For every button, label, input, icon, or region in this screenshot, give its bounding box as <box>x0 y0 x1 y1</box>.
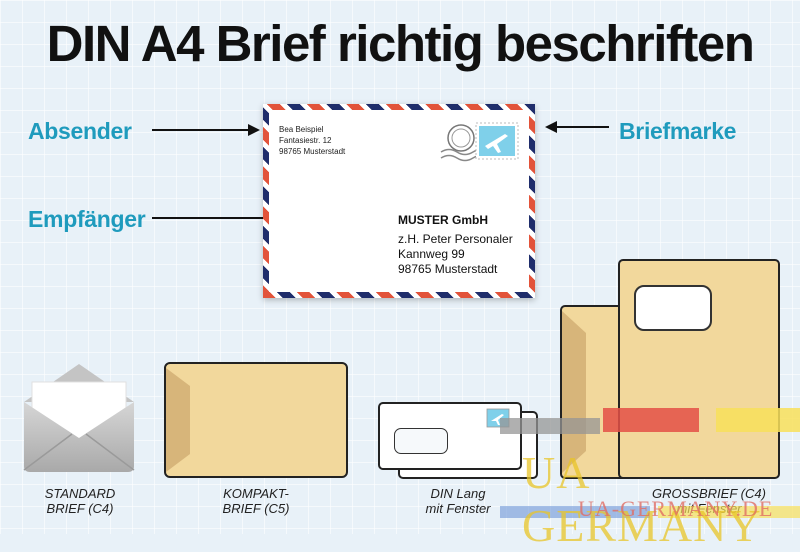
caption-kompakt: KOMPAKT- BRIEF (C5) <box>222 486 290 516</box>
watermark-url: UA-GERMANY.DE <box>578 496 774 521</box>
din-lang-envelope <box>378 402 522 470</box>
watermark-bar <box>716 408 800 432</box>
envelope-flap <box>166 368 190 472</box>
stamp-airplane-icon <box>475 122 519 160</box>
address-window <box>634 285 712 331</box>
kompakt-envelope <box>164 362 348 478</box>
arrow-left-icon <box>545 121 609 133</box>
label-stamp: Briefmarke <box>619 118 737 144</box>
recipient-line: z.H. Peter Personaler <box>398 232 513 246</box>
recipient-line: 98765 Musterstadt <box>398 262 498 276</box>
page-title: DIN A4 Brief richtig beschriften <box>46 15 755 72</box>
open-envelope-icon <box>23 364 135 472</box>
watermark-bar <box>603 408 699 432</box>
arrow-right-icon <box>152 124 260 136</box>
sender-line: Bea Beispiel <box>279 125 324 134</box>
watermark-bar <box>500 506 650 518</box>
grossbrief-envelope <box>618 259 780 479</box>
watermark-bar <box>500 418 600 434</box>
label-sender: Absender <box>28 118 132 144</box>
recipient-line: Kannweg 99 <box>398 247 465 261</box>
caption-din-lang: DIN Lang mit Fenster <box>425 486 491 516</box>
sender-line: Fantasiestr. 12 <box>279 136 332 145</box>
recipient-company: MUSTER GmbH <box>398 213 488 227</box>
label-recipient: Empfänger <box>28 206 146 232</box>
sender-address: Bea Beispiel Fantasiestr. 12 98765 Muste… <box>279 124 345 157</box>
airmail-envelope: Bea Beispiel Fantasiestr. 12 98765 Muste… <box>263 104 535 298</box>
envelope-face: Bea Beispiel Fantasiestr. 12 98765 Muste… <box>269 110 529 292</box>
sender-line: 98765 Musterstadt <box>279 147 346 156</box>
caption-standard: STANDARD BRIEF (C4) <box>44 486 116 516</box>
watermark-bar <box>658 506 800 518</box>
recipient-address: MUSTER GmbH z.H. Peter Personaler Kannwe… <box>398 213 513 277</box>
address-window <box>394 428 448 454</box>
